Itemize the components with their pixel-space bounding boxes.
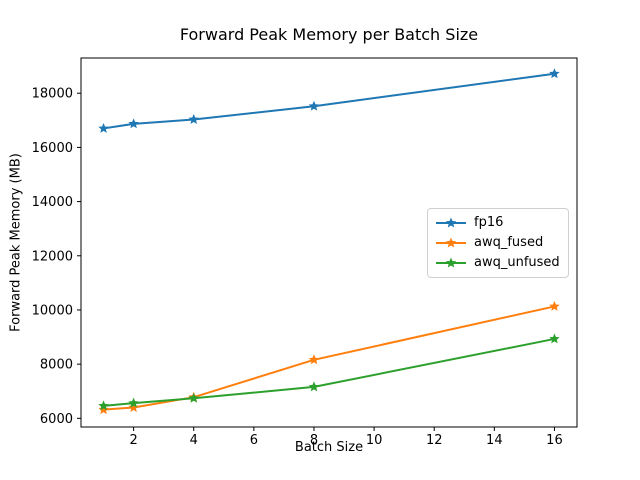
- x-tick-label: 12: [426, 433, 443, 448]
- series-marker-awq_unfused: [98, 400, 109, 411]
- y-tick-label: 6000: [40, 412, 73, 427]
- y-tick-label: 12000: [32, 249, 73, 264]
- x-tick-label: 6: [250, 433, 258, 448]
- y-tick-label: 16000: [32, 141, 73, 156]
- series-marker-fp16: [98, 122, 109, 133]
- chart-title: Forward Peak Memory per Batch Size: [179, 25, 479, 44]
- series-marker-fp16: [128, 118, 139, 129]
- x-tick-label: 14: [486, 433, 503, 448]
- y-tick-label: 14000: [32, 195, 73, 210]
- x-tick-label: 10: [366, 433, 383, 448]
- legend-item-awq-fused: awq_fused: [435, 236, 560, 250]
- series-line-awq_unfused: [103, 337, 555, 407]
- x-tick-label: 8: [310, 433, 318, 448]
- y-tick-label: 8000: [40, 358, 73, 373]
- y-tick-label: 10000: [32, 303, 73, 318]
- plot-spines: [80, 57, 578, 428]
- x-tick-label: 4: [190, 433, 198, 448]
- line-star-marker-icon: [435, 236, 467, 250]
- legend-label: fp16: [474, 215, 504, 230]
- x-tick-label: 2: [129, 433, 137, 448]
- series-line-fp16: [103, 72, 555, 130]
- line-star-marker-icon: [435, 256, 467, 270]
- series-marker-awq_unfused: [188, 392, 199, 403]
- series-line-awq_fused: [103, 305, 555, 411]
- series-marker-fp16: [549, 68, 560, 79]
- legend-label: awq_fused: [474, 235, 544, 250]
- legend-item-awq-unfused: awq_unfused: [435, 256, 560, 270]
- x-tick-label: 16: [546, 433, 563, 448]
- line-star-marker-icon: [435, 216, 467, 230]
- y-axis-label: Forward Peak Memory (MB): [8, 153, 24, 332]
- series-marker-fp16: [308, 100, 320, 111]
- series-marker-awq_fused: [308, 354, 320, 365]
- y-tick-label: 18000: [32, 87, 73, 102]
- series-marker-awq_fused: [128, 401, 139, 412]
- series-marker-awq_fused: [549, 300, 560, 311]
- series-marker-awq_fused: [98, 404, 109, 415]
- series-marker-awq_unfused: [308, 381, 320, 392]
- series-marker-awq_unfused: [549, 333, 560, 344]
- legend-label: awq_unfused: [474, 255, 560, 270]
- series-marker-fp16: [188, 114, 199, 124]
- legend: fp16 awq_fused awq_unfused: [427, 208, 569, 278]
- x-axis-label: Batch Size: [294, 440, 364, 455]
- series-marker-awq_unfused: [128, 397, 139, 408]
- legend-item-fp16: fp16: [435, 216, 560, 230]
